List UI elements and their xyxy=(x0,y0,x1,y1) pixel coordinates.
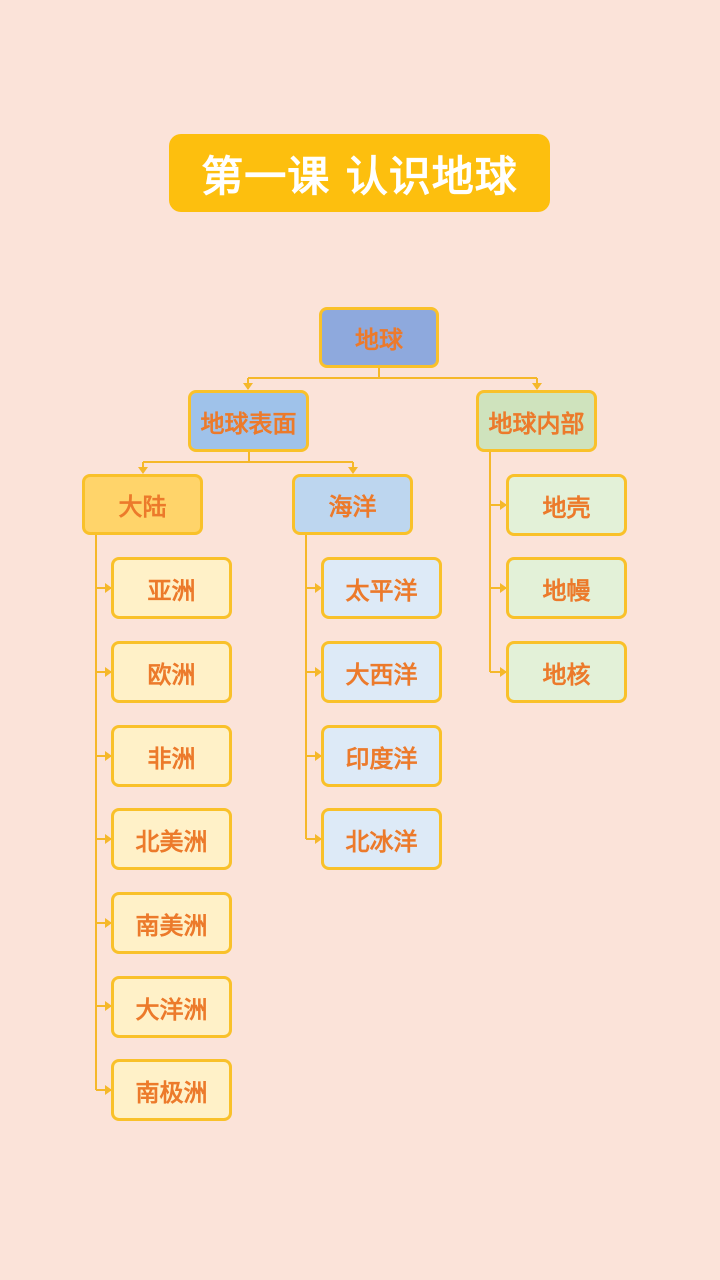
node-continent: 北美洲 xyxy=(111,808,232,870)
node-continents: 大陆 xyxy=(82,474,203,535)
node-earth-interior: 地球内部 xyxy=(476,390,597,452)
node-continent: 欧洲 xyxy=(111,641,232,703)
page-title: 第一课 认识地球 xyxy=(169,134,550,212)
node-ocean: 印度洋 xyxy=(321,725,442,787)
node-earth-surface: 地球表面 xyxy=(188,390,309,452)
node-continent: 非洲 xyxy=(111,725,232,787)
node-continent: 大洋洲 xyxy=(111,976,232,1038)
node-continent: 南美洲 xyxy=(111,892,232,954)
node-continent: 亚洲 xyxy=(111,557,232,619)
node-continent: 南极洲 xyxy=(111,1059,232,1121)
node-earth: 地球 xyxy=(319,307,439,368)
node-earth-layer: 地幔 xyxy=(506,557,627,619)
node-oceans: 海洋 xyxy=(292,474,413,535)
node-earth-layer: 地核 xyxy=(506,641,627,703)
node-ocean: 太平洋 xyxy=(321,557,442,619)
node-ocean: 北冰洋 xyxy=(321,808,442,870)
node-earth-layer: 地壳 xyxy=(506,474,627,536)
node-ocean: 大西洋 xyxy=(321,641,442,703)
